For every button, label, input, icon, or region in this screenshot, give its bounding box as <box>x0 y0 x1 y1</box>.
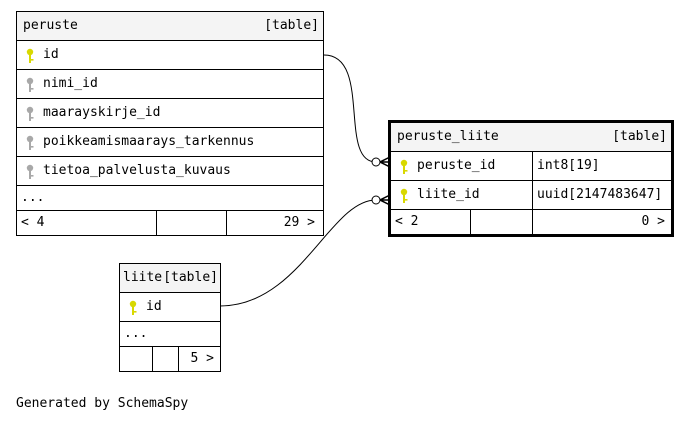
column-name: tietoa_palvelusta_kuvaus <box>43 163 231 178</box>
column-row-poikkeamismaarays-tarkennus[interactable]: poikkeamismaarays_tarkennus <box>17 128 323 157</box>
table-header: peruste_liite [table] <box>391 123 671 152</box>
more-columns[interactable]: ... <box>120 322 220 347</box>
table-header: peruste [table] <box>17 12 323 41</box>
more-columns[interactable]: ... <box>17 186 323 211</box>
foreign-key-icon <box>26 135 34 150</box>
parents-count[interactable]: < 2 <box>395 214 419 229</box>
column-row-peruste-id[interactable]: peruste_id int8[19] <box>391 152 671 181</box>
table-kind: [table] <box>163 270 218 285</box>
column-row-id[interactable]: id <box>120 293 220 322</box>
table-footer: < 2 0 > <box>391 210 671 234</box>
primary-key-icon <box>400 159 408 174</box>
footer-divider <box>152 347 178 371</box>
table-kind: [table] <box>264 18 319 33</box>
primary-key-icon <box>400 188 408 203</box>
column-name: maarayskirje_id <box>43 105 161 120</box>
table-kind: [table] <box>612 129 667 144</box>
column-row-id[interactable]: id <box>17 41 323 70</box>
foreign-key-icon <box>26 77 34 92</box>
table-header: liite [table] <box>120 264 220 293</box>
parents-count[interactable]: < 4 <box>21 215 45 230</box>
table-footer: 5 > <box>120 347 220 371</box>
column-type: uuid[2147483647] <box>532 181 671 209</box>
table-name: peruste <box>23 18 78 33</box>
table-peruste[interactable]: peruste [table] id nimi_id maarayskirje_… <box>16 11 324 236</box>
column-row-liite-id[interactable]: liite_id uuid[2147483647] <box>391 181 671 210</box>
table-peruste-liite[interactable]: peruste_liite [table] peruste_id int8[19… <box>388 120 674 237</box>
column-type: int8[19] <box>532 152 671 180</box>
table-name: liite <box>123 270 163 285</box>
table-liite[interactable]: liite [table] id ... 5 > <box>119 263 221 372</box>
children-count[interactable]: 29 > <box>226 211 323 235</box>
edge-liite-to-peruste-liite <box>219 199 377 307</box>
column-name: id <box>146 299 162 314</box>
children-count[interactable]: 0 > <box>532 210 671 234</box>
children-count[interactable]: 5 > <box>178 347 220 371</box>
column-name: id <box>43 47 59 62</box>
column-row-tietoa-palvelusta-kuvaus[interactable]: tietoa_palvelusta_kuvaus <box>17 157 323 186</box>
foreign-key-icon <box>26 164 34 179</box>
footer-divider <box>156 211 226 235</box>
primary-key-icon <box>26 48 34 63</box>
table-footer: < 4 29 > <box>17 211 323 235</box>
column-name: poikkeamismaarays_tarkennus <box>43 134 255 149</box>
generated-by-credit: Generated by SchemaSpy <box>16 396 189 411</box>
footer-cell <box>120 347 152 371</box>
edge-peruste-to-peruste-liite <box>323 54 377 163</box>
table-name: peruste_liite <box>397 129 499 144</box>
edge-end-circle-liite <box>371 195 381 205</box>
edge-end-circle-peruste <box>371 157 381 167</box>
primary-key-icon <box>129 300 137 315</box>
column-row-maarayskirje-id[interactable]: maarayskirje_id <box>17 99 323 128</box>
foreign-key-icon <box>26 106 34 121</box>
footer-divider <box>470 210 532 234</box>
column-name: liite_id <box>417 187 480 202</box>
column-row-nimi-id[interactable]: nimi_id <box>17 70 323 99</box>
column-name: nimi_id <box>43 76 98 91</box>
column-name: peruste_id <box>417 158 496 173</box>
